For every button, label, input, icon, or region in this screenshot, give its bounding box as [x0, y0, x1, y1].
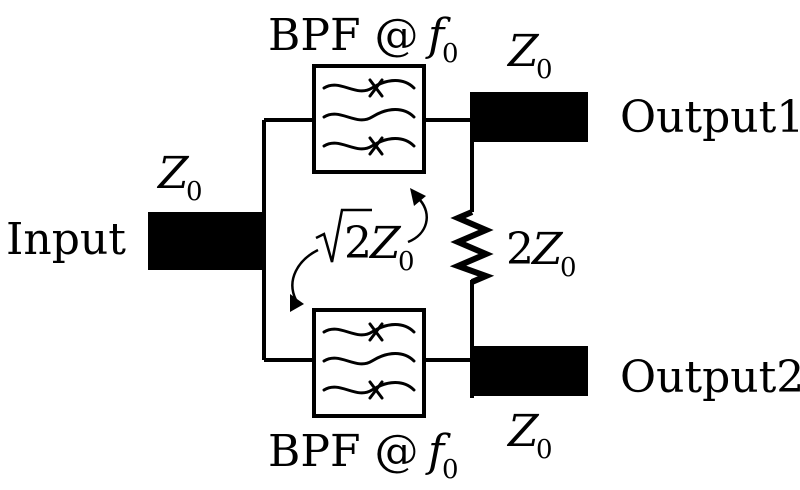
output1-port [472, 92, 588, 142]
isolation-resistor [449, 209, 495, 285]
output1-impedance-subscript: 0 [536, 55, 553, 85]
input-label: Input [6, 214, 126, 265]
output2-impedance-subscript: 0 [536, 435, 553, 465]
top-bpf-block [312, 64, 426, 174]
output1-impedance-symbol: Z [506, 26, 540, 77]
bottom-bpf-label: BPF @ [268, 426, 418, 477]
line-impedance-subscript: 0 [398, 247, 415, 277]
line-impedance-coefficient: 2 [344, 218, 372, 269]
line-impedance-label: 2 Z 0 [315, 208, 415, 277]
resistor-symbol: Z [530, 224, 564, 275]
impedance-arrows [290, 188, 428, 312]
input-impedance-subscript: 0 [186, 177, 203, 207]
resistor-subscript: 0 [560, 253, 577, 283]
line-impedance-symbol: Z [368, 218, 402, 269]
output1-label: Output1 [620, 92, 800, 143]
input-impedance-symbol: Z [156, 148, 190, 199]
sqrt-radical [315, 208, 372, 263]
output2-port [472, 346, 588, 396]
top-bpf-freq-subscript: 0 [442, 39, 459, 69]
bottom-bpf-block [312, 308, 426, 418]
top-bpf-label: BPF @ [268, 10, 418, 61]
output2-label: Output2 [620, 352, 800, 403]
bottom-bpf-freq-subscript: 0 [442, 455, 459, 485]
input-port [148, 212, 264, 270]
output2-impedance-symbol: Z [506, 406, 540, 457]
resistor-coefficient: 2 [506, 224, 534, 275]
